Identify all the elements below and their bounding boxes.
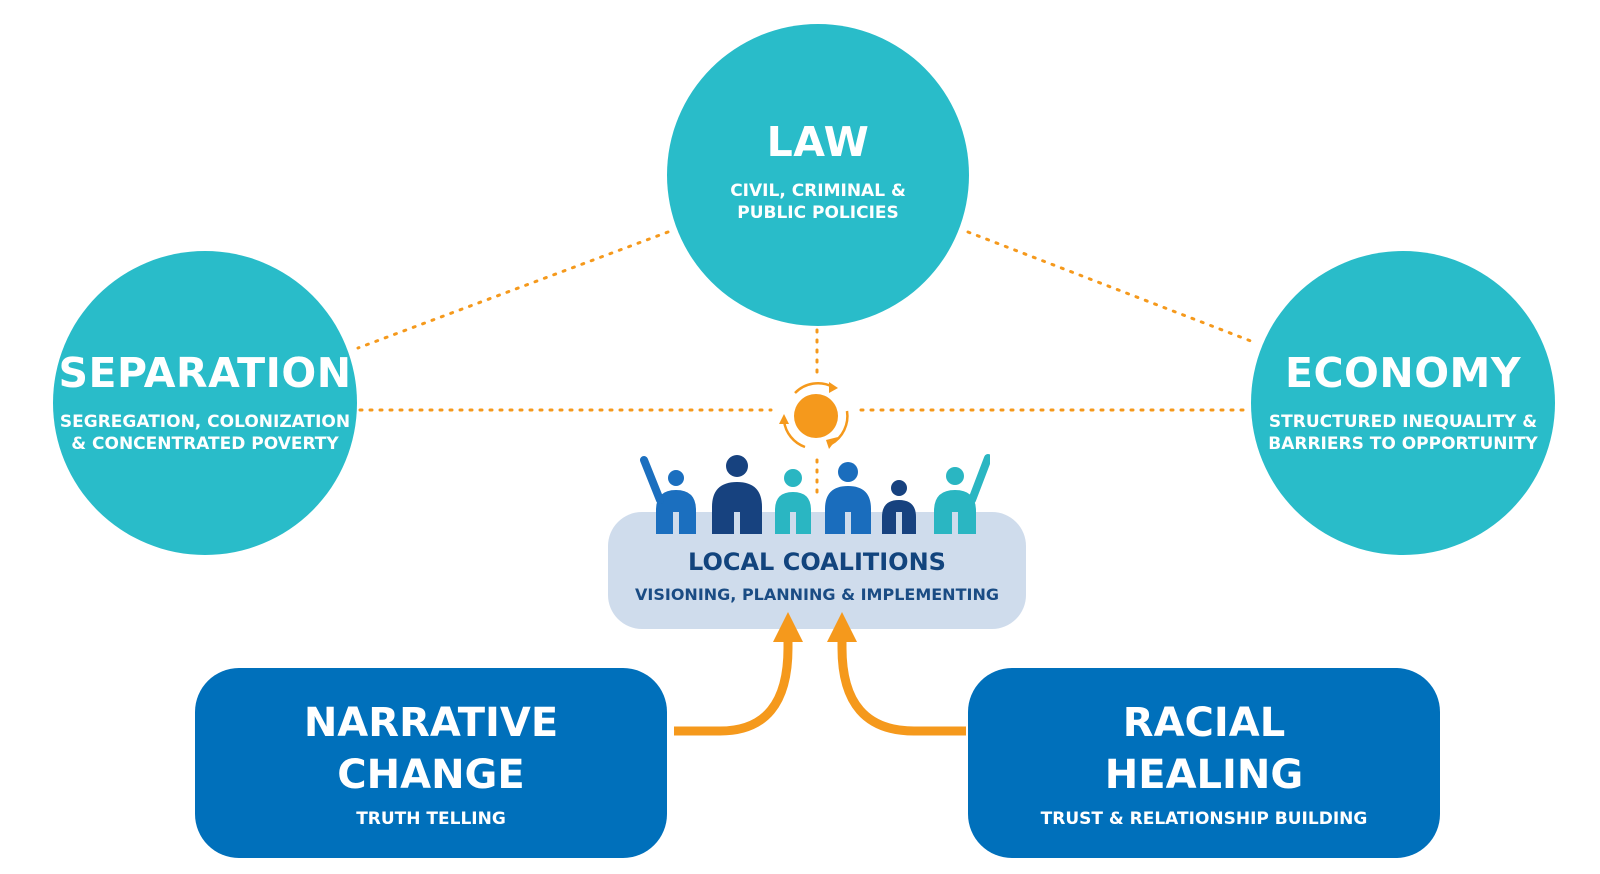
person-body [775,492,811,534]
person-figure [882,480,916,534]
pillar-narrative-title: NARRATIVE CHANGE [303,700,559,798]
node-economy-title: ECONOMY [1284,349,1522,398]
pillar-narrative-change: NARRATIVE CHANGE TRUTH TELLING [195,668,667,858]
arrow-racial [837,634,966,736]
person-figure [934,454,990,534]
person-figure [640,456,696,534]
node-economy: ECONOMY STRUCTURED INEQUALITY & BARRIERS… [1251,251,1555,555]
node-economy-subtitle: STRUCTURED INEQUALITY & BARRIERS TO OPPO… [1268,411,1538,454]
pillar-racial-title: RACIAL HEALING [1104,700,1304,798]
person-head [784,469,802,487]
person-figure [775,469,811,534]
connector-law-separation [356,230,670,350]
pillar-racial-healing: RACIAL HEALING TRUST & RELATIONSHIP BUIL… [968,668,1440,858]
arrowhead-racial [827,612,857,642]
person-figure [712,455,762,534]
cycle-icon [779,382,849,449]
person-raised-arm [640,456,664,504]
person-head [838,462,858,482]
person-body [825,486,871,534]
arrow-narrative [674,634,793,736]
convergence-arrows [674,612,966,736]
arrowhead-narrative [773,612,803,642]
node-separation-subtitle: SEGREGATION, COLONIZATION & CONCENTRATED… [59,411,351,454]
node-law: LAW CIVIL, CRIMINAL & PUBLIC POLICIES [667,24,969,326]
person-body [934,490,976,534]
pillar-racial-subtitle: TRUST & RELATIONSHIP BUILDING [1040,809,1368,829]
person-body [882,500,916,534]
node-law-title: LAW [766,118,870,167]
person-head [946,467,964,485]
local-coalitions-title: LOCAL COALITIONS [688,548,946,576]
node-law-subtitle: CIVIL, CRIMINAL & PUBLIC POLICIES [730,180,906,223]
local-coalitions-box [608,512,1026,629]
person-head [891,480,907,496]
person-head [726,455,748,477]
person-body [656,490,696,534]
pillar-narrative-subtitle: TRUTH TELLING [356,809,506,829]
people-group-icon [640,454,990,534]
person-raised-arm [968,454,990,504]
connector-law-economy [966,230,1258,345]
node-separation: SEPARATION SEGREGATION, COLONIZATION & C… [53,251,357,555]
person-figure [825,462,871,534]
person-head [668,470,684,486]
person-body [712,482,762,534]
node-separation-title: SEPARATION [58,349,352,398]
local-coalitions-subtitle: VISIONING, PLANNING & IMPLEMENTING [635,585,999,604]
